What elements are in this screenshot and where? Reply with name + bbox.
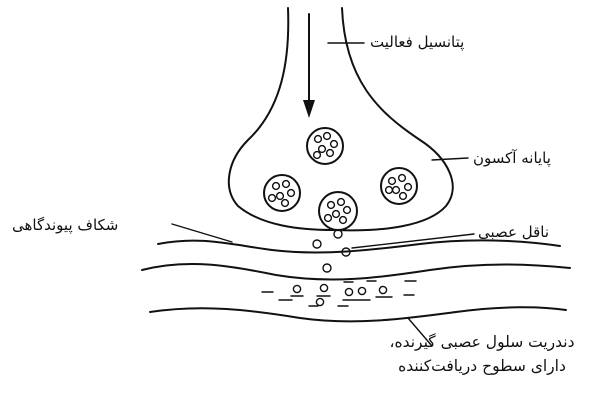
postsynaptic-membrane bbox=[142, 264, 570, 280]
action-potential-arrow bbox=[303, 14, 315, 118]
synaptic-vesicle bbox=[264, 175, 300, 211]
synaptic-cleft-label: شکاف پیوندگاهی bbox=[12, 215, 118, 235]
action-potential-label: پتانسیل فعالیت bbox=[370, 32, 464, 52]
dendrite-label: دندریت سلول عصبی گیرنده، دارای سطوح دریا… bbox=[366, 330, 598, 378]
axon-terminal-label: پایانه آکسون bbox=[473, 148, 551, 168]
neurotransmitter-label: ناقل عصبی bbox=[478, 222, 549, 242]
synaptic-vesicle bbox=[381, 168, 417, 204]
synaptic-vesicle-releasing bbox=[319, 192, 357, 230]
dendrite-lower-outline bbox=[150, 307, 566, 321]
receptor-sites bbox=[262, 281, 416, 306]
dendrite-label-line-2: دارای سطوح دریافت‌کننده bbox=[366, 354, 598, 378]
leader-axon-terminal bbox=[432, 158, 468, 160]
synaptic-vesicle bbox=[307, 128, 343, 164]
leader-synaptic-cleft bbox=[172, 224, 232, 242]
presynaptic-membrane bbox=[158, 240, 560, 252]
dendrite-label-line-1: دندریت سلول عصبی گیرنده، bbox=[366, 330, 598, 354]
